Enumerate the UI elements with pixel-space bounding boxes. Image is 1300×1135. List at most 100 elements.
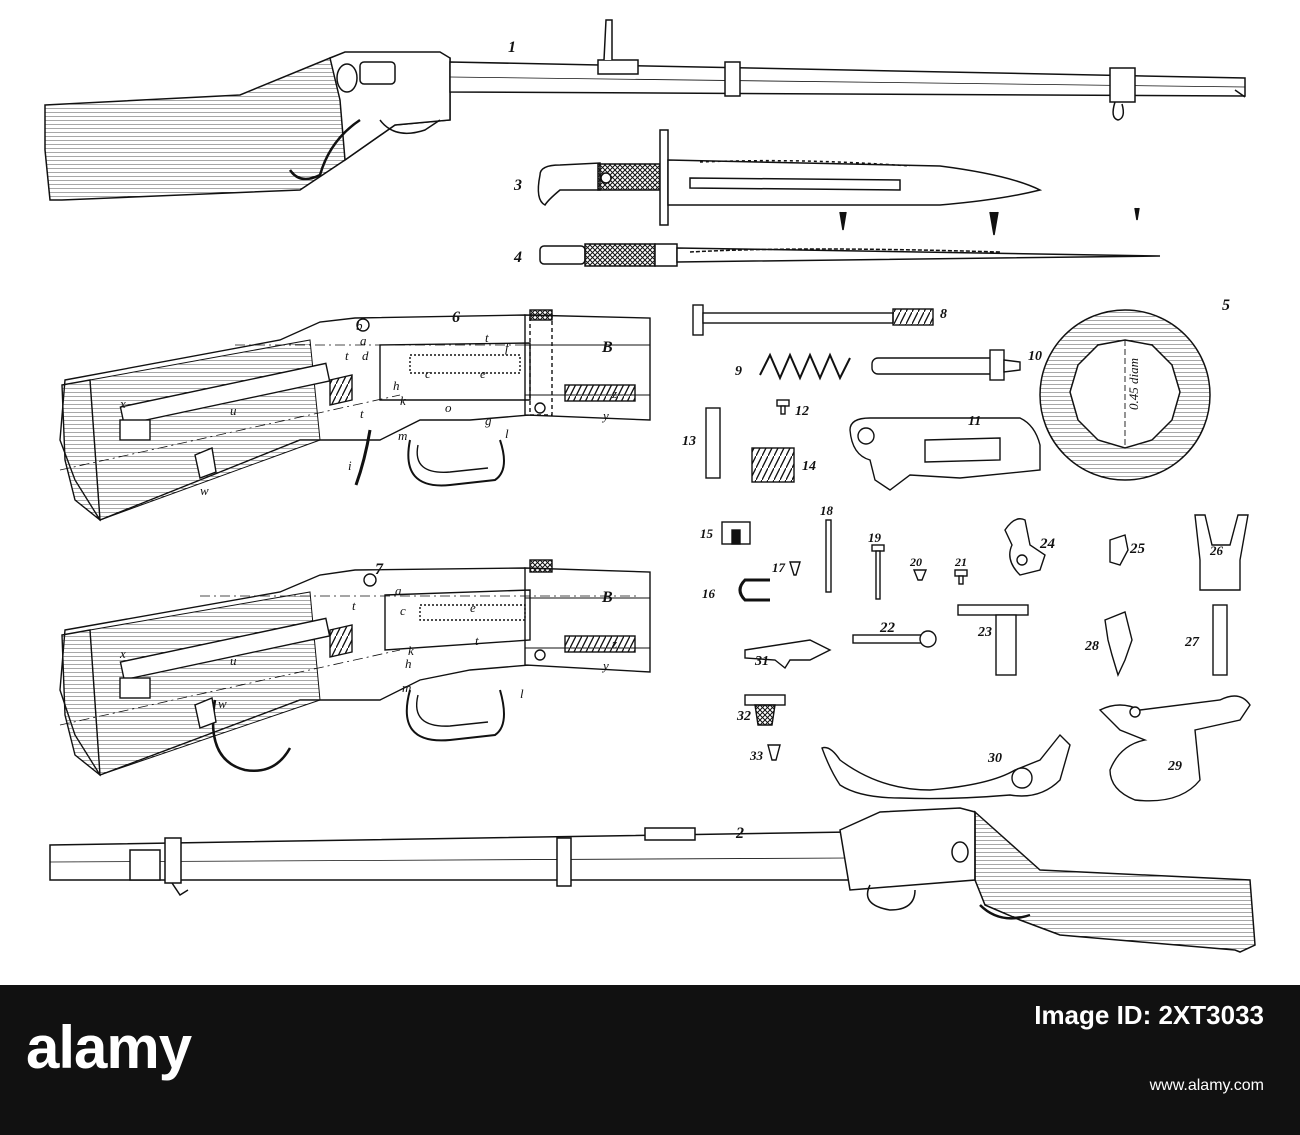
figure-label-10: 10: [1028, 349, 1042, 364]
small-parts-group: [692, 304, 1251, 802]
stock-url[interactable]: www.alamy.com: [1149, 1077, 1264, 1094]
figure-label-25: 25: [1129, 541, 1146, 557]
action-section-figure-6: [59, 309, 651, 522]
figure-label-15: 15: [700, 526, 714, 541]
part-23-lever-pin: [957, 604, 1029, 676]
part-letter-g-6: g: [485, 413, 492, 428]
part-letter-t-7b: t: [475, 633, 479, 648]
part-letter-i-6: i: [348, 458, 352, 473]
part-letter-k-7: k: [408, 643, 414, 658]
figure-label-12: 12: [795, 404, 809, 419]
part-letter-a-6: a: [360, 333, 367, 348]
figure-label-27: 27: [1184, 635, 1200, 650]
figure-label-9: 9: [735, 364, 742, 379]
part-letter-e-6: e: [480, 366, 486, 381]
socket-bayonet-figure-4: [539, 243, 1161, 267]
figure-label-5: 5: [1222, 297, 1230, 314]
part-letter-t-7a: t: [352, 598, 356, 613]
figure-label-26: 26: [1209, 543, 1224, 558]
part-letter-m-7: m: [402, 680, 411, 695]
part-letter-z-7: z: [611, 636, 617, 651]
part-9-spring: [759, 352, 851, 381]
part-letter-t-6a: t: [345, 348, 349, 363]
figure-label-18: 18: [820, 503, 834, 518]
part-letter-l-7: l: [520, 686, 524, 701]
figure-label-31: 31: [754, 654, 769, 669]
figure-label-33: 33: [749, 748, 764, 763]
part-26-fork: [1194, 514, 1249, 591]
part-letter-B-7: B: [601, 589, 613, 606]
part-22-link: [852, 630, 937, 648]
figure-label-30: 30: [987, 751, 1002, 766]
part-25-sear: [1109, 534, 1129, 566]
part-14-nut: [751, 447, 795, 483]
part-33-screw: [767, 744, 781, 761]
figure-label-20: 20: [909, 555, 922, 569]
action-section-figure-7: [59, 559, 651, 777]
part-19-pin: [871, 544, 885, 600]
part-30-lever: [821, 733, 1071, 800]
part-letter-a-7: a: [395, 583, 402, 598]
bore-section-figure-5: [1039, 309, 1211, 481]
engraving-plate: 1 3 4: [44, 19, 1256, 953]
figure-label-3: 3: [513, 177, 522, 194]
part-letter-u-6: u: [230, 403, 237, 418]
part-letter-w-7: w: [218, 696, 227, 711]
part-17-screw: [789, 561, 801, 576]
part-8-extractor-rod: [692, 304, 934, 336]
part-11-breech-block: [849, 417, 1041, 491]
sword-bayonet-figure-3: [537, 129, 1140, 236]
part-letter-c-7: c: [400, 603, 406, 618]
bore-diameter-label: 0.45 diam: [1126, 358, 1141, 410]
part-letter-x-7: x: [119, 646, 126, 661]
figure-label-7: 7: [375, 561, 384, 578]
figure-label-21: 21: [954, 555, 967, 569]
part-letter-e-7: e: [470, 600, 476, 615]
part-letter-B-6: B: [601, 339, 613, 356]
part-12-screw: [776, 399, 790, 415]
part-24-tumbler: [1004, 518, 1046, 576]
figure-label-17: 17: [772, 560, 786, 575]
part-16-clip: [738, 578, 770, 602]
figure-label-4: 4: [513, 249, 522, 266]
part-letter-t-6c: t: [360, 406, 364, 421]
part-letter-l-6: l: [505, 426, 509, 441]
part-letter-m-6: m: [398, 428, 407, 443]
part-letter-z-6: z: [611, 386, 617, 401]
part-letter-f-6: f: [505, 340, 511, 355]
part-21-screw: [954, 569, 968, 585]
figure-label-29: 29: [1167, 759, 1182, 774]
part-18-pin: [825, 519, 832, 593]
figure-label-19: 19: [868, 530, 882, 545]
figure-label-6: 6: [452, 309, 460, 326]
part-letter-o-6: o: [445, 400, 452, 415]
figure-label-23: 23: [977, 625, 992, 640]
stock-footer-bar: alamy Image ID: 2XT3033 www.alamy.com: [0, 985, 1300, 1135]
part-28-trigger: [1104, 611, 1133, 677]
stock-logo: alamy: [26, 1014, 192, 1081]
part-letter-c-6: c: [425, 366, 431, 381]
figure-label-2: 2: [735, 825, 744, 842]
image-id-text: Image ID: 2XT3033: [1034, 1000, 1264, 1030]
part-letter-x-6: x: [119, 396, 126, 411]
figure-label-11: 11: [968, 414, 981, 429]
figure-label-1: 1: [508, 39, 516, 56]
part-letter-h-7: h: [405, 656, 412, 671]
part-32-swivel: [744, 694, 786, 726]
part-letter-u-7: u: [230, 653, 237, 668]
part-letter-b-6: b: [356, 318, 363, 333]
part-15-block: [721, 521, 751, 545]
part-letter-d-6: d: [362, 348, 369, 363]
figure-label-8: 8: [940, 307, 947, 322]
part-10-striker: [871, 349, 1021, 381]
part-letter-y-7: y: [601, 658, 609, 673]
rifle-figure-2: [49, 807, 1256, 953]
figure-label-32: 32: [736, 709, 751, 724]
figure-label-14: 14: [802, 459, 816, 474]
part-27-tube: [1212, 604, 1228, 676]
part-number-labels: 8 9 10 11 12 13 14 15 16 17 18 19 20 21 …: [682, 307, 1224, 774]
part-letter-y-6: y: [601, 408, 609, 423]
part-letter-h-6: h: [393, 378, 400, 393]
part-29-trigger-guard: [1098, 695, 1251, 802]
part-letter-w-6: w: [200, 483, 209, 498]
